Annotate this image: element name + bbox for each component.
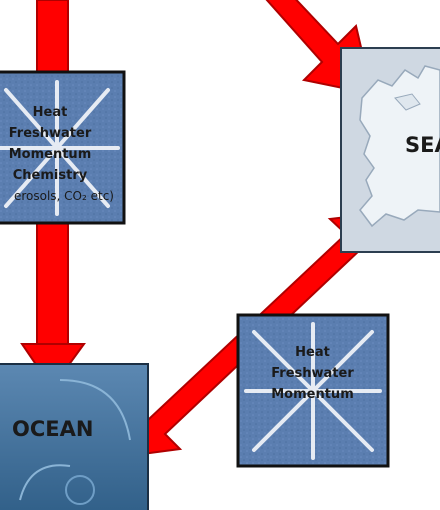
lower-flux-line-freshwater: Freshwater xyxy=(271,366,354,381)
ocean-label: OCEAN xyxy=(12,417,94,441)
left-flux-line-heat: Heat xyxy=(32,105,68,120)
lower-flux-line-heat: Heat xyxy=(295,345,330,360)
sea-label: SEA xyxy=(405,133,440,157)
left-flux-line-freshwater: Freshwater xyxy=(8,126,92,141)
sea-ice-shape xyxy=(359,65,440,228)
lower-flux-line-momentum: Momentum xyxy=(271,387,354,402)
sea-box xyxy=(340,47,440,253)
lower-flux-box xyxy=(236,313,390,468)
star-cross-icon xyxy=(244,322,382,460)
left-flux-line-momentum: Momentum xyxy=(8,147,92,162)
left-flux-box xyxy=(0,70,126,225)
left-flux-line-chemistry: Chemistry xyxy=(12,168,88,183)
left-flux-extra: erosols, CO₂ etc) xyxy=(13,189,114,203)
ocean-box xyxy=(0,363,149,510)
star-cross-icon xyxy=(0,80,120,216)
